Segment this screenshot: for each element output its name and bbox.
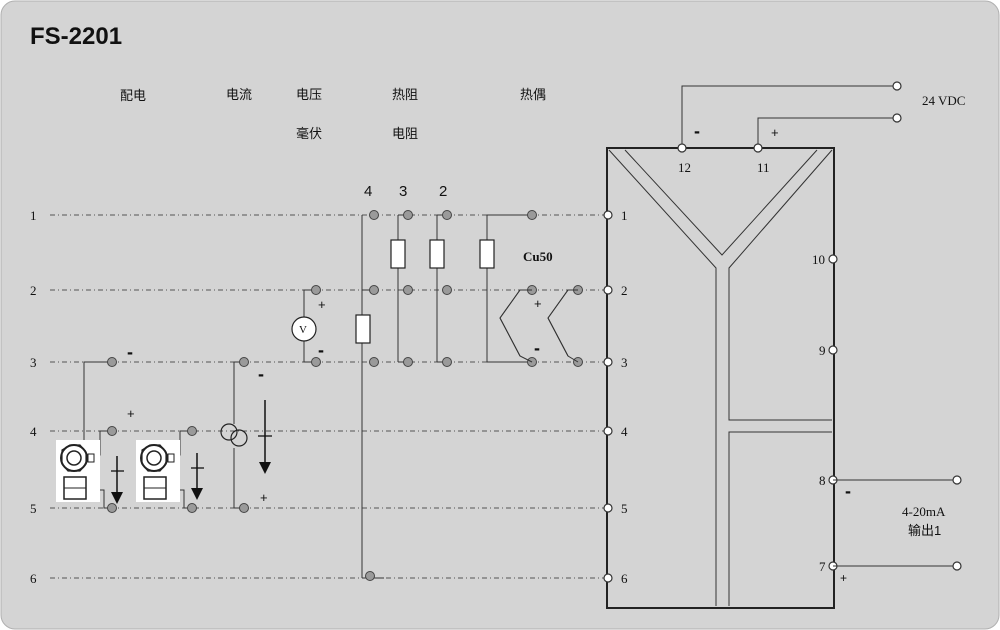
transmitter-icon — [136, 440, 180, 502]
current-minus-sign: - — [258, 364, 264, 384]
output-minus-sign: - — [845, 481, 851, 501]
voltage-source-wiring — [291, 285, 321, 367]
current-plus-sign: + — [260, 490, 268, 505]
header-thermal-resistance: 热阻 — [392, 87, 418, 102]
header-millivolt: 毫伏 — [296, 126, 322, 141]
voltage-minus-sign: - — [318, 340, 324, 360]
three-wire-label: 3 — [399, 183, 407, 200]
terminal-9 — [828, 345, 838, 355]
module-terminal-label-3: 3 — [621, 355, 628, 370]
terminal-label-11: 11 — [757, 160, 770, 175]
rtd-resistance-wiring — [355, 210, 452, 581]
header-power-distribution: 配电 — [120, 88, 146, 103]
distribution-plus-sign: + — [127, 406, 135, 421]
header-current: 电流 — [226, 87, 252, 102]
module-terminal-label-1: 1 — [621, 208, 628, 223]
output-range-label: 4-20mA — [902, 504, 946, 519]
output-plus-sign: + — [840, 571, 847, 585]
output-wiring — [833, 475, 962, 571]
row-label-5: 5 — [30, 501, 37, 516]
output-name-label: 输出1 — [908, 523, 941, 538]
module-terminal-label-4: 4 — [621, 424, 628, 439]
terminal-label-10: 10 — [812, 252, 825, 267]
thermocouple-wiring — [479, 210, 583, 367]
power-distribution-wiring — [83, 357, 204, 513]
row-label-2: 2 — [30, 283, 37, 298]
transmitter-icon — [56, 440, 100, 502]
module-terminal-label-5: 5 — [621, 501, 628, 516]
row-label-6: 6 — [30, 571, 37, 586]
current-source-wiring — [220, 357, 272, 513]
row-label-1: 1 — [30, 208, 37, 223]
supply-voltage-label: 24 VDC — [922, 93, 965, 108]
four-wire-label: 4 — [364, 183, 372, 200]
voltage-plus-sign: + — [318, 297, 326, 312]
row-label-3: 3 — [30, 355, 37, 370]
module-terminals-left — [603, 210, 613, 583]
thermocouple-plus-sign: + — [534, 296, 542, 311]
power-supply-wiring — [677, 81, 902, 153]
two-wire-label: 2 — [439, 183, 447, 200]
terminal-label-8: 8 — [819, 473, 826, 488]
supply-minus-sign: - — [694, 121, 700, 141]
distribution-minus-sign: - — [127, 342, 133, 362]
voltmeter-symbol: V — [299, 324, 307, 336]
row-label-4: 4 — [30, 424, 37, 439]
terminal-label-9: 9 — [819, 343, 826, 358]
terminal-10 — [828, 254, 838, 264]
cu50-label: Cu50 — [523, 249, 553, 264]
header-resistance: 电阻 — [392, 126, 418, 141]
header-thermocouple: 热偶 — [520, 87, 546, 102]
terminal-label-12: 12 — [678, 160, 691, 175]
terminal-label-7: 7 — [819, 559, 826, 574]
header-voltage: 电压 — [296, 87, 322, 102]
supply-plus-sign: + — [771, 125, 779, 140]
model-title: FS-2201 — [30, 23, 122, 50]
module-terminal-label-6: 6 — [621, 571, 628, 586]
module-terminal-label-2: 2 — [621, 283, 628, 298]
thermocouple-minus-sign: - — [534, 338, 540, 358]
transmitter-module — [606, 147, 835, 609]
